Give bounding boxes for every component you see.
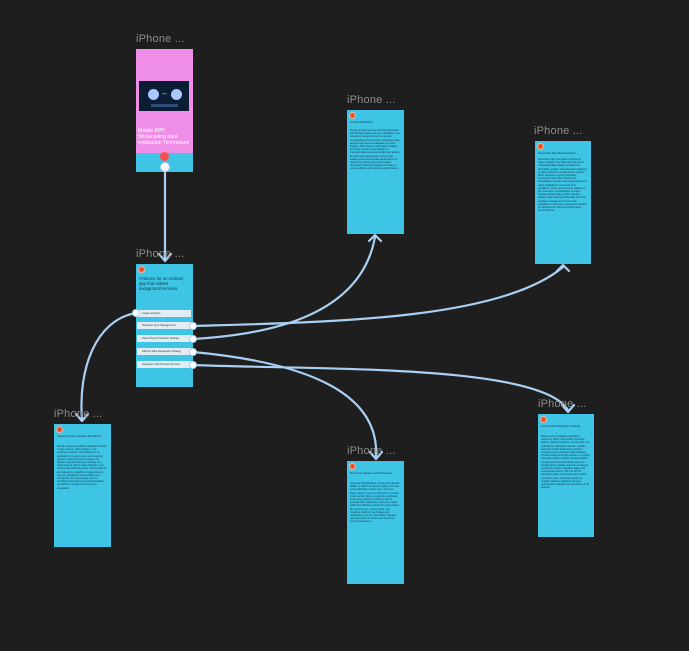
- frame-title-custom[interactable]: iPhone ...: [538, 398, 587, 410]
- frame-title-main[interactable]: iPhone ...: [136, 33, 185, 45]
- card-body: Implement easy and clear interfaces to d…: [538, 158, 587, 213]
- feature-item[interactable]: Integration with Popular Services: [137, 361, 191, 368]
- status-dot: [349, 112, 356, 119]
- frame-visual-flow[interactable]: Visual Data Flow Representation Implemen…: [535, 141, 591, 264]
- card-body: Allow users to configure replication fre…: [541, 435, 590, 490]
- status-dot: [56, 426, 63, 433]
- frame-updates[interactable]: Real-Time Updates and Notifications Impl…: [347, 461, 404, 584]
- card-heading: Customizable Replication Settings: [541, 425, 581, 428]
- connector-to-privacy: [191, 350, 378, 459]
- status-dot: [138, 266, 145, 273]
- feature-port[interactable]: [189, 348, 197, 356]
- feature-port-left[interactable]: [132, 309, 140, 317]
- feature-port[interactable]: [189, 322, 197, 330]
- status-dot: [349, 463, 356, 470]
- feature-item[interactable]: Real-time Sync Management: [137, 322, 191, 329]
- feature-port[interactable]: [189, 361, 197, 369]
- arrowhead-visual: [555, 263, 571, 273]
- database-icon: [171, 89, 182, 100]
- card-heading: Real-Time Updates and Notifications: [350, 472, 393, 475]
- frame-main-cover[interactable]: ↔ Mobile APP Showcasing data replication…: [136, 49, 193, 172]
- card-body: Design a clean and user-friendly dashboa…: [350, 129, 400, 171]
- connector-to-dashboard: [191, 235, 377, 341]
- connector-to-custom: [191, 363, 570, 412]
- connector-to-feedback: [80, 311, 138, 422]
- feature-port[interactable]: [189, 335, 197, 343]
- frame-dashboard[interactable]: Intuitive Dashboard Design a clean and u…: [347, 110, 404, 234]
- frame-title-updates[interactable]: iPhone ...: [347, 445, 396, 457]
- connection-handle[interactable]: [160, 152, 169, 161]
- card-heading: Intuitive Dashboard: [350, 121, 373, 124]
- connector-to-visual: [191, 265, 565, 328]
- status-dot: [537, 143, 544, 150]
- status-dot: [540, 416, 547, 423]
- feature-item[interactable]: Data Privacy Protection Settings: [137, 335, 191, 342]
- feature-item[interactable]: Usage Analytics: [137, 310, 191, 317]
- frame-title-visual[interactable]: iPhone ...: [534, 125, 583, 137]
- frame-custom-settings[interactable]: Customizable Replication Settings Allow …: [538, 414, 594, 537]
- arrow-right-icon: ↔: [161, 90, 168, 97]
- card-body: Implement WebSockets, Server-Sent Events…: [350, 482, 400, 524]
- database-icon: [148, 89, 159, 100]
- card-body: Enable real-time feedback collection thr…: [57, 445, 107, 490]
- frame-title-features[interactable]: iPhone ...: [136, 248, 185, 260]
- output-port[interactable]: [160, 162, 170, 172]
- frame-feedback[interactable]: Interactive User Feedback Mechanism Enab…: [54, 424, 111, 547]
- card-heading: Visual Data Flow Representation: [538, 152, 576, 155]
- frame-title-feedback[interactable]: iPhone ...: [54, 408, 103, 420]
- banner-caption-bar: [151, 104, 178, 107]
- card-heading: Interactive User Feedback Mechanism: [57, 435, 102, 438]
- frame-features[interactable]: Features for an Android app that utilize…: [136, 264, 193, 387]
- feature-item[interactable]: Efficient Data Replication Strategy: [137, 348, 191, 355]
- banner-image: ↔: [139, 81, 189, 111]
- frame-title-dashboard[interactable]: iPhone ...: [347, 94, 396, 106]
- features-heading: Features for an Android app that utilize…: [139, 276, 183, 291]
- arrowhead-dashboard: [367, 233, 383, 243]
- cover-title: Mobile APP Showcasing data replication T…: [138, 128, 190, 146]
